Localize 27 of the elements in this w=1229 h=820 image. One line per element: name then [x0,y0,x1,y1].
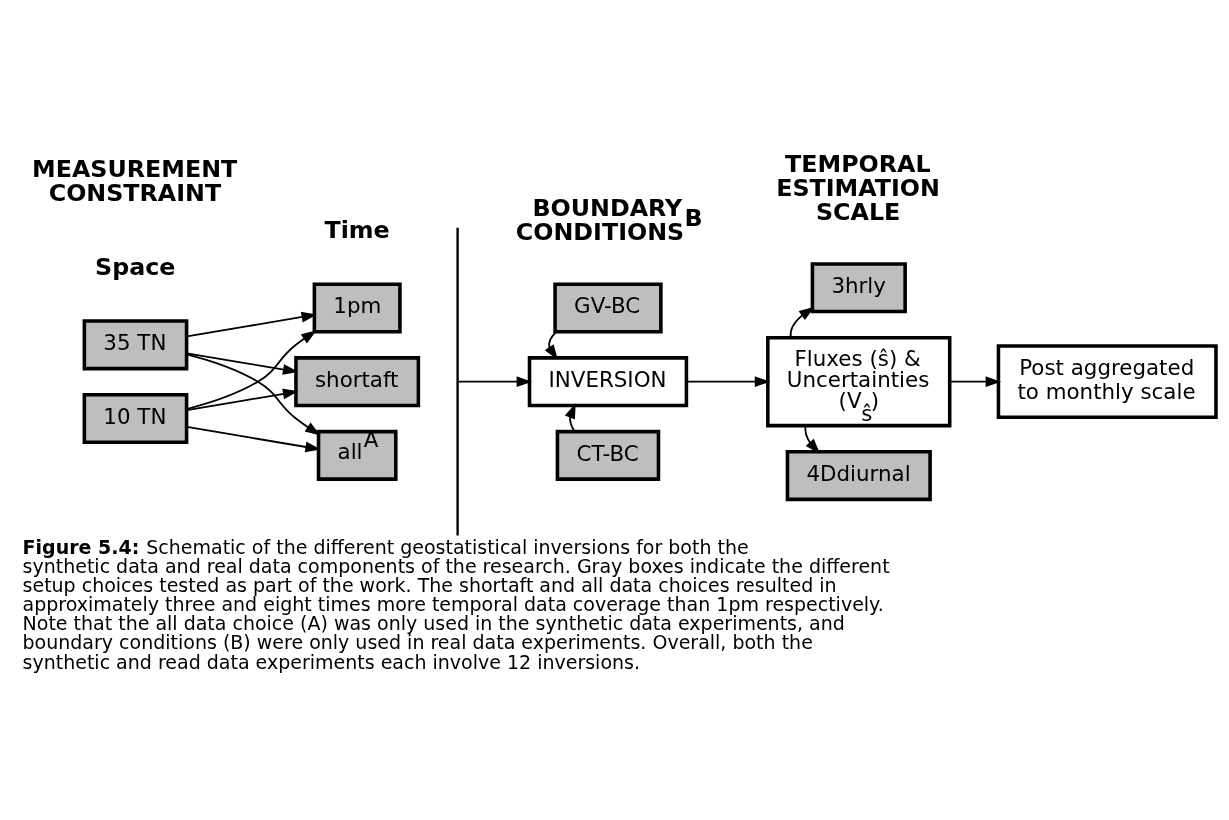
label: TEMPORAL ESTIMATION SCALE [776,149,940,226]
arrow [685,375,771,387]
node-box: 35 TN [82,318,189,370]
arrow [544,330,558,360]
label: MEASUREMENT CONSTRAINT [32,154,238,207]
arrow [185,329,317,410]
node-box: Post aggregated to monthly scale [996,343,1218,419]
node-box: shortaft [294,355,421,407]
label: Space [95,252,176,281]
arrow [458,375,533,387]
arrow [186,388,299,411]
node-box: GV-BC [553,281,663,334]
arrow [185,352,321,435]
node-box: INVERSION [527,355,689,407]
node-box: 10 TN [82,392,189,444]
caption: Figure 5.4: Schematic of the different geostatistical inversions for both the synthetic data and real data components of the research. Gray boxes indicate the different setup choices tested as part of the work. The shortaft and all data choices resulted in approximately three and eight times more temporal data coverage than 1pm respectively. Note that the all data choice (A) was only used in the synthetic data experiments, and boundary conditions (B) were only used in real data experiments. Overall, both the synthetic and read data experiments each involve 12 inversions. [22,535,890,672]
node-box: 4Ddiurnal [785,449,932,501]
arrow [789,306,815,339]
node-box: 1pm [312,281,402,334]
arrow [186,425,321,452]
arrow [186,351,299,375]
node-box: CT-BC [555,429,661,481]
node-box: 3hrly [810,261,907,313]
arrow [186,311,317,337]
label: Time [324,215,390,244]
arrow [564,402,576,432]
arrow [948,375,1002,387]
